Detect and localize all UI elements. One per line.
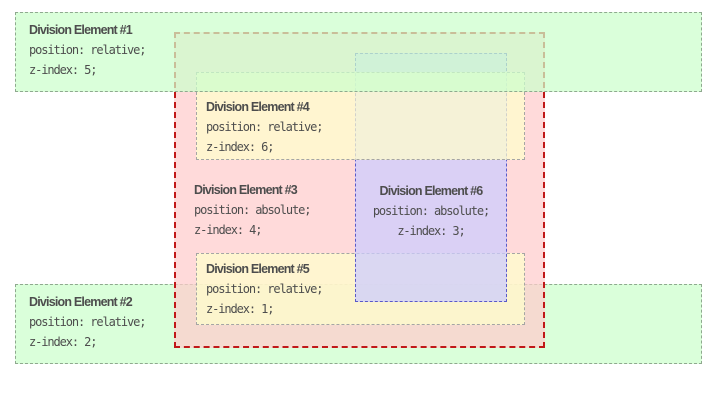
division-element-3-zindex-rule: z-index: 4; bbox=[194, 223, 262, 237]
division-element-6-title: Division Element #6 bbox=[379, 184, 484, 198]
division-element-1: Division Element #1 position: relative; … bbox=[15, 12, 702, 92]
division-element-1-label: Division Element #1 position: relative; … bbox=[29, 20, 146, 80]
division-element-5-zindex-rule: z-index: 1; bbox=[206, 302, 274, 316]
division-element-5-title: Division Element #5 bbox=[206, 262, 310, 276]
division-element-4-label: Division Element #4 position: relative; … bbox=[206, 97, 323, 157]
division-element-5-label: Division Element #5 position: relative; … bbox=[206, 259, 323, 319]
division-element-1-title: Division Element #1 bbox=[29, 23, 133, 37]
division-element-6-position-rule: position: absolute; bbox=[372, 204, 490, 218]
division-element-6-label: Division Element #6 position: absolute; … bbox=[356, 181, 506, 241]
division-element-4-title: Division Element #4 bbox=[206, 100, 310, 114]
division-element-1-zindex-rule: z-index: 5; bbox=[29, 63, 97, 77]
division-element-2-position-rule: position: relative; bbox=[29, 315, 146, 329]
division-element-1-position-rule: position: relative; bbox=[29, 43, 146, 57]
division-element-6-zindex-rule: z-index: 3; bbox=[397, 224, 465, 238]
division-element-5-position-rule: position: relative; bbox=[206, 282, 323, 296]
division-element-4-position-rule: position: relative; bbox=[206, 120, 323, 134]
division-element-3-position-rule: position: absolute; bbox=[194, 203, 311, 217]
division-element-2-label: Division Element #2 position: relative; … bbox=[29, 292, 146, 352]
division-element-3-label: Division Element #3 position: absolute; … bbox=[194, 180, 311, 240]
division-element-2-zindex-rule: z-index: 2; bbox=[29, 335, 97, 349]
division-element-4-zindex-rule: z-index: 6; bbox=[206, 140, 274, 154]
division-element-3-title: Division Element #3 bbox=[194, 183, 298, 197]
division-element-2-title: Division Element #2 bbox=[29, 295, 133, 309]
